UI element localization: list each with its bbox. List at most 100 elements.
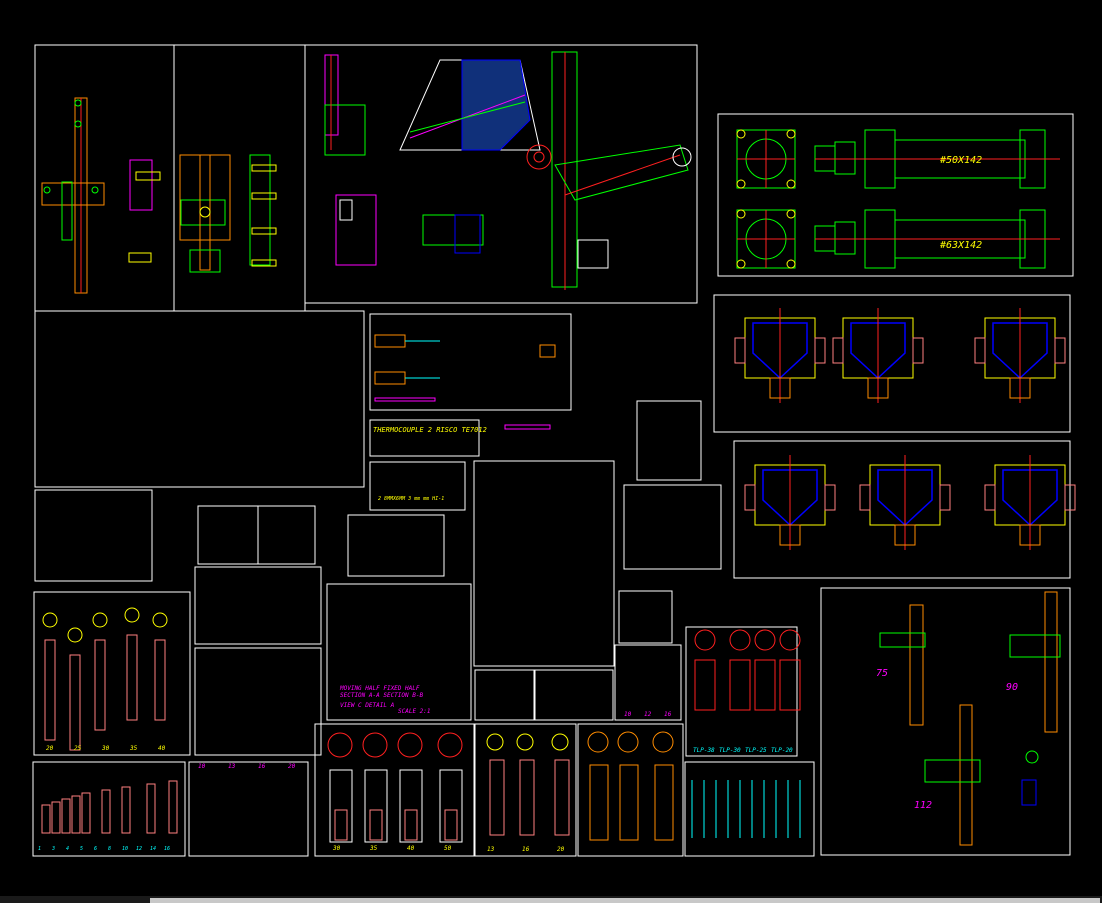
drawing-details xyxy=(41,51,1076,846)
rail-part xyxy=(249,154,271,266)
ejector-pin xyxy=(154,639,166,721)
bolt-hole xyxy=(43,186,51,194)
sheet-frame-7 xyxy=(369,313,572,411)
stepped-pin-head xyxy=(587,731,609,753)
sheet-frame-22 xyxy=(685,626,798,757)
pin-head xyxy=(42,612,58,628)
sheet-frame-4 xyxy=(713,294,1071,433)
core-pin-head xyxy=(516,733,534,751)
moving-half-label: MOVING HALF FIXED HALF xyxy=(339,685,420,692)
flange-bolt xyxy=(786,129,796,139)
sprue-tip xyxy=(1009,377,1031,399)
flange-bolt xyxy=(736,259,746,269)
tc-probe-2 xyxy=(504,424,551,430)
sprue-bolt-r xyxy=(824,484,836,511)
small-pin xyxy=(101,789,111,834)
sheet-frame-6 xyxy=(34,310,365,488)
flange-bolt xyxy=(736,209,746,219)
part-112-label: 112 xyxy=(914,800,932,811)
tc-plug-2 xyxy=(374,371,406,385)
sheet-frame-2 xyxy=(304,44,698,304)
tlp-label-3: TLP-20 xyxy=(771,747,793,754)
pin-label-5-0: 13 xyxy=(487,846,495,853)
latch-block-2 xyxy=(1009,634,1061,658)
latch-bar xyxy=(909,604,924,726)
sheet-frame-8 xyxy=(369,419,480,457)
sheet-frame-9 xyxy=(369,461,466,511)
stepped-pin xyxy=(589,764,609,841)
sheet-frame-0 xyxy=(34,44,175,312)
sheet-frame-32 xyxy=(820,587,1071,856)
sleeve-core xyxy=(444,809,458,841)
flange-bolt xyxy=(736,179,746,189)
pin-head xyxy=(92,612,108,628)
bracket-clamp xyxy=(339,199,353,221)
thermocouple-label: THERMOCOUPLE 2 RISCO TE7012 xyxy=(373,426,487,434)
sleeve-top xyxy=(437,732,463,758)
pin-label-2-8: 14 xyxy=(150,846,156,852)
ejector-pin xyxy=(44,639,56,741)
mech-foot xyxy=(189,249,221,273)
sleeve-body xyxy=(439,769,463,843)
part-75-label: 75 xyxy=(876,668,888,679)
spring-body xyxy=(1021,779,1037,806)
sprue-bolt-r xyxy=(814,337,826,364)
sprue-body xyxy=(752,322,808,380)
bolt-hole xyxy=(74,99,82,107)
plate-label-0: 10 xyxy=(624,711,632,718)
latch-block xyxy=(879,632,926,648)
sprue-body xyxy=(1002,469,1058,527)
lever-bracket xyxy=(324,104,366,156)
small-pin xyxy=(121,786,131,834)
flange-bolt xyxy=(786,259,796,269)
sprue-tip xyxy=(894,524,916,546)
core-pin xyxy=(519,759,535,836)
sleeve-body xyxy=(399,769,423,843)
tlp-head xyxy=(729,629,751,651)
pin-label-5-1: 16 xyxy=(522,846,530,853)
sprue-bolt-r xyxy=(912,337,924,364)
scrollbar-thumb[interactable] xyxy=(150,898,1100,903)
sleeve-top xyxy=(327,732,353,758)
pin-label-3-2: 16 xyxy=(258,763,266,770)
tlp-body xyxy=(729,659,751,711)
pin-label-1-2: 30 xyxy=(101,745,110,752)
pin-label-1-1: 25 xyxy=(74,745,82,752)
core-pin-head xyxy=(551,733,569,751)
sheet-frame-29 xyxy=(474,723,577,857)
part-90-label: 90 xyxy=(1006,682,1018,693)
latch-bar-3 xyxy=(959,704,973,846)
pin-label-2-2: 4 xyxy=(66,846,69,852)
sleeve-core xyxy=(404,809,418,841)
mech-pin xyxy=(199,206,211,218)
sheet-frame-10 xyxy=(636,400,702,481)
view-label: VIEW C DETAIL A xyxy=(340,702,395,709)
cyl-label-bottom: #63X142 xyxy=(939,240,982,251)
bolt-hole xyxy=(74,120,82,128)
end-pivot xyxy=(672,147,692,167)
pin-label-3-1: 13 xyxy=(228,763,236,770)
stepped-pin-head xyxy=(617,731,639,753)
tlp-label-2: TLP-25 xyxy=(745,747,767,754)
sprue-body xyxy=(850,322,906,380)
pin-label-1-4: 40 xyxy=(158,745,166,752)
tc-plug xyxy=(374,334,406,348)
sheet-frame-13 xyxy=(623,484,722,570)
sleeve-core xyxy=(369,809,383,841)
pin-label-1-3: 35 xyxy=(129,745,138,752)
core-pin xyxy=(489,759,505,836)
small-bolt xyxy=(128,252,152,263)
core-pin xyxy=(554,759,570,836)
sheet-frame-1 xyxy=(173,44,306,312)
pin-label-2-7: 12 xyxy=(136,846,142,852)
ejector-pin xyxy=(126,634,138,721)
bracket-bolt xyxy=(135,171,161,181)
sheet-frame-11 xyxy=(34,489,153,582)
sprue-tip xyxy=(769,377,791,399)
rail-bolt xyxy=(251,164,277,172)
ejector-pin xyxy=(69,654,81,751)
rail-bolt xyxy=(251,259,277,267)
thermocouple-sub: 2 8MMX6MM 3 mm mm HI-1 xyxy=(378,496,444,502)
sleeve-body xyxy=(364,769,388,843)
